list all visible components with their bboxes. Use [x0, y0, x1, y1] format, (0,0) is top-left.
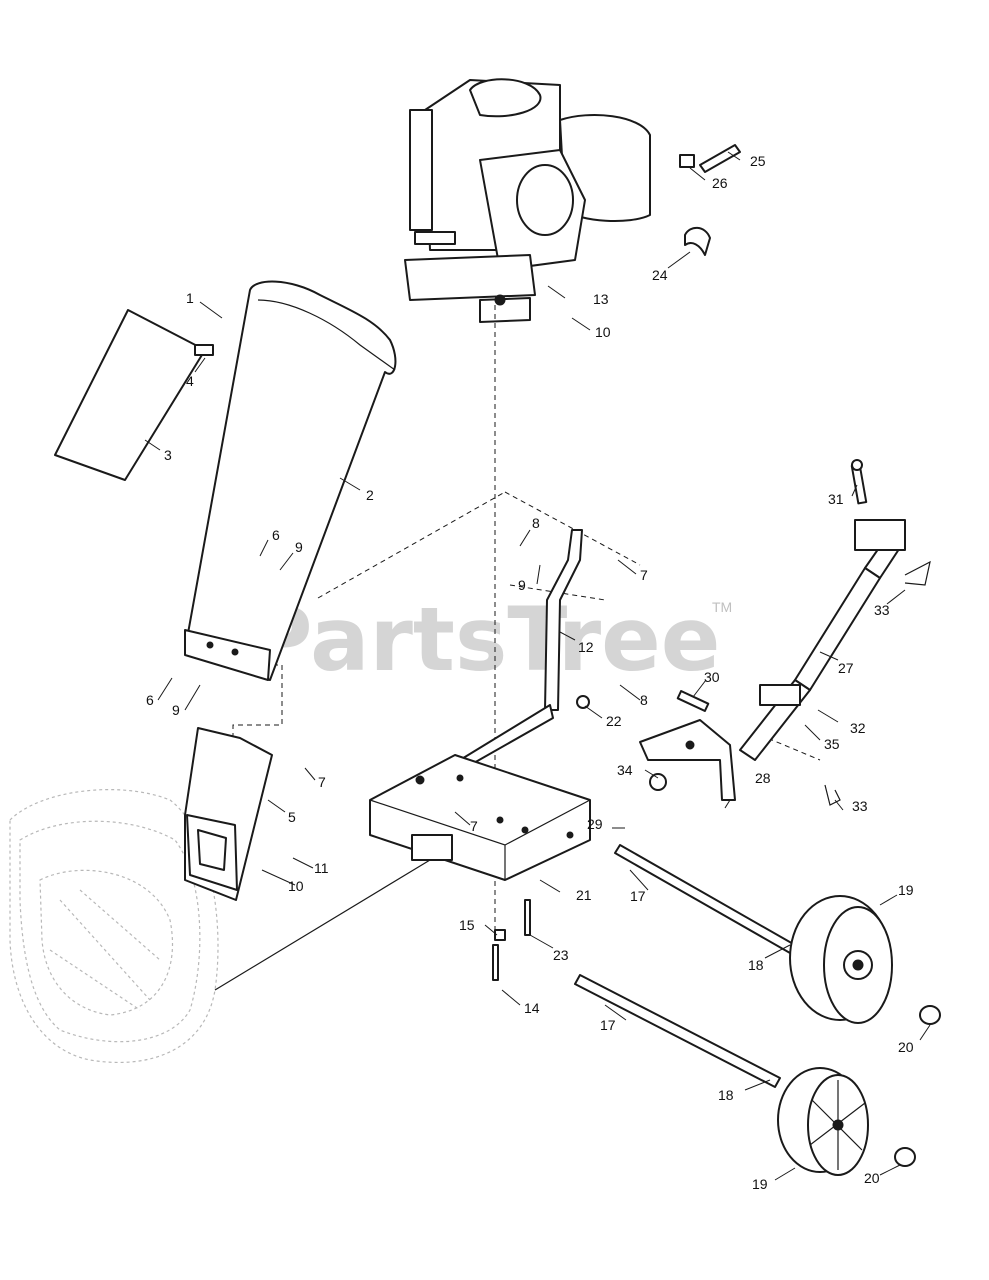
callout-1: 1: [186, 290, 194, 306]
hub-cap-upper: [919, 1005, 941, 1025]
callout-21: 21: [576, 887, 592, 903]
axle-lower: [574, 974, 781, 1088]
callout-26: 26: [712, 175, 728, 191]
hitch-bracket: [639, 719, 736, 801]
callout-29: 29: [587, 816, 603, 832]
callout-7a: 7: [640, 567, 648, 583]
washer-34: [649, 773, 667, 791]
callout-28: 28: [755, 770, 771, 786]
callout-2: 2: [366, 487, 374, 503]
callout-10b: 10: [288, 878, 304, 894]
callout-9a: 9: [295, 539, 303, 555]
engine-assembly: [404, 78, 651, 323]
callout-6b: 6: [146, 692, 154, 708]
callout-19a: 19: [898, 882, 914, 898]
callout-11: 11: [314, 860, 329, 876]
callout-31: 31: [828, 491, 844, 507]
chipper-housing-ghost: [9, 788, 219, 1064]
callout-9c: 9: [172, 702, 180, 718]
callout-13: 13: [593, 291, 609, 307]
engine-shaft-icon: [494, 294, 506, 306]
callout-5: 5: [288, 809, 296, 825]
watermark-text: PartsTree: [248, 588, 720, 691]
callout-23: 23: [553, 947, 569, 963]
callout-labels: 1 2 3 4 5 6 6 7 7 7 8 8 9 9 9 10 10 11 1…: [146, 153, 914, 1192]
callout-22: 22: [606, 713, 622, 729]
callout-12: 12: [578, 639, 594, 655]
handle-tube: [459, 529, 583, 769]
bolt-23: [524, 899, 531, 936]
callout-27: 27: [838, 660, 854, 676]
watermark-trademark: TM: [712, 599, 732, 615]
callout-33b: 33: [852, 798, 868, 814]
tow-handle: [739, 519, 906, 761]
flap-bracket: [194, 344, 214, 356]
callout-9b: 9: [518, 577, 526, 593]
callout-32: 32: [850, 720, 866, 736]
wheel-upper: [789, 895, 893, 1024]
callout-3: 3: [164, 447, 172, 463]
base-frame: [369, 754, 591, 881]
callout-17a: 17: [630, 888, 646, 904]
callout-17b: 17: [600, 1017, 616, 1033]
callout-15: 15: [459, 917, 475, 933]
callout-20b: 20: [864, 1170, 880, 1186]
callout-14: 14: [524, 1000, 540, 1016]
clip-24: [684, 226, 711, 256]
callout-8b: 8: [640, 692, 648, 708]
hopper-chute: [184, 280, 397, 681]
deflector-flap: [54, 309, 206, 481]
callout-25: 25: [750, 153, 766, 169]
leader-lines: [144, 151, 931, 1181]
nut-15: [494, 929, 506, 941]
callout-10a: 10: [595, 324, 611, 340]
lower-chute: [184, 727, 273, 901]
alignment-line-hopper: [317, 491, 506, 599]
alignment-line-handle: [504, 491, 641, 566]
callout-34: 34: [617, 762, 633, 778]
callout-19b: 19: [752, 1176, 768, 1192]
callout-7c: 7: [470, 818, 478, 834]
shoulder-bolt-30: [676, 690, 710, 712]
callout-24: 24: [652, 267, 668, 283]
wheel-lower: [777, 1067, 869, 1176]
housing-connector-line: [214, 859, 431, 991]
callout-30: 30: [704, 669, 720, 685]
coupler-26: [679, 154, 695, 168]
spring-25: [699, 144, 741, 173]
spacer-22: [576, 695, 590, 709]
callout-4: 4: [186, 373, 194, 389]
callout-6a: 6: [272, 527, 280, 543]
callout-8a: 8: [532, 515, 540, 531]
callout-20a: 20: [898, 1039, 914, 1055]
callout-33a: 33: [874, 602, 890, 618]
callout-7b: 7: [318, 774, 326, 790]
hub-cap-lower: [894, 1147, 916, 1167]
callout-18b: 18: [718, 1087, 734, 1103]
callout-18a: 18: [748, 957, 764, 973]
hair-pin-33a: [904, 560, 931, 586]
hair-pin-33b: [824, 784, 841, 806]
bolt-14: [492, 944, 499, 981]
callout-35: 35: [824, 736, 840, 752]
